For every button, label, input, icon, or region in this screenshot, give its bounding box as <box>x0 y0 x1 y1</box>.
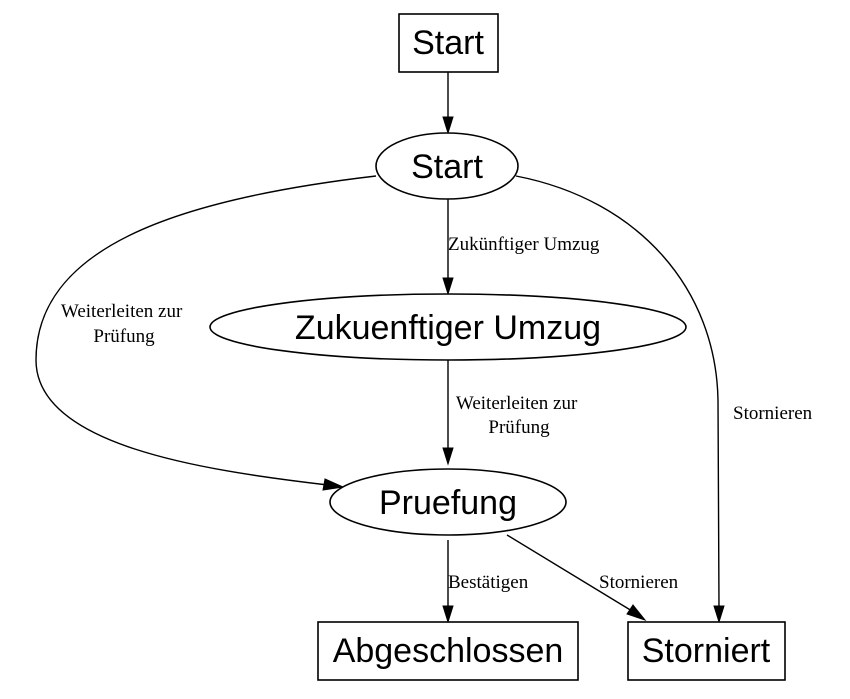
edge-label-start-to-review-line1: Weiterleiten zur <box>61 301 183 322</box>
node-start-box-label: Start <box>412 24 484 62</box>
node-future-move: Zukuenftiger Umzug <box>209 293 687 361</box>
edge-start-to-cancelled <box>515 175 725 624</box>
edge-label-review-to-completed: Bestätigen <box>448 572 529 593</box>
edge-start-to-future-move <box>442 198 454 296</box>
node-completed: Abgeschlossen <box>317 621 579 681</box>
edge-review-to-completed <box>442 540 454 624</box>
node-start-state-label: Start <box>411 148 483 186</box>
node-completed-label: Abgeschlossen <box>333 632 564 670</box>
edge-label-start-to-cancelled: Stornieren <box>733 403 813 424</box>
edge-label-review-to-cancelled: Stornieren <box>599 572 679 593</box>
edge-label-start-to-review-line2: Prüfung <box>93 326 155 347</box>
edge-label-future-to-review: Weiterleiten zur Prüfung <box>456 393 582 438</box>
edge-review-to-cancelled <box>506 534 647 622</box>
edge-future-move-to-review <box>442 360 454 466</box>
edge-label-future-to-review-line1: Weiterleiten zur <box>456 393 578 414</box>
edge-start-to-review <box>35 175 377 491</box>
node-cancelled-label: Storniert <box>642 632 771 670</box>
node-future-move-label: Zukuenftiger Umzug <box>295 309 601 347</box>
node-review-label: Pruefung <box>379 484 517 522</box>
edge-startbox-to-start <box>442 72 454 135</box>
node-start-box: Start <box>398 13 499 73</box>
edge-label-future-to-review-line2: Prüfung <box>488 417 550 438</box>
edge-label-start-to-review: Weiterleiten zur Prüfung <box>61 301 187 347</box>
edge-label-future-move: Zukünftiger Umzug <box>448 234 600 255</box>
node-cancelled: Storniert <box>627 621 786 681</box>
node-start-state: Start <box>375 132 519 200</box>
node-review: Pruefung <box>329 468 567 536</box>
